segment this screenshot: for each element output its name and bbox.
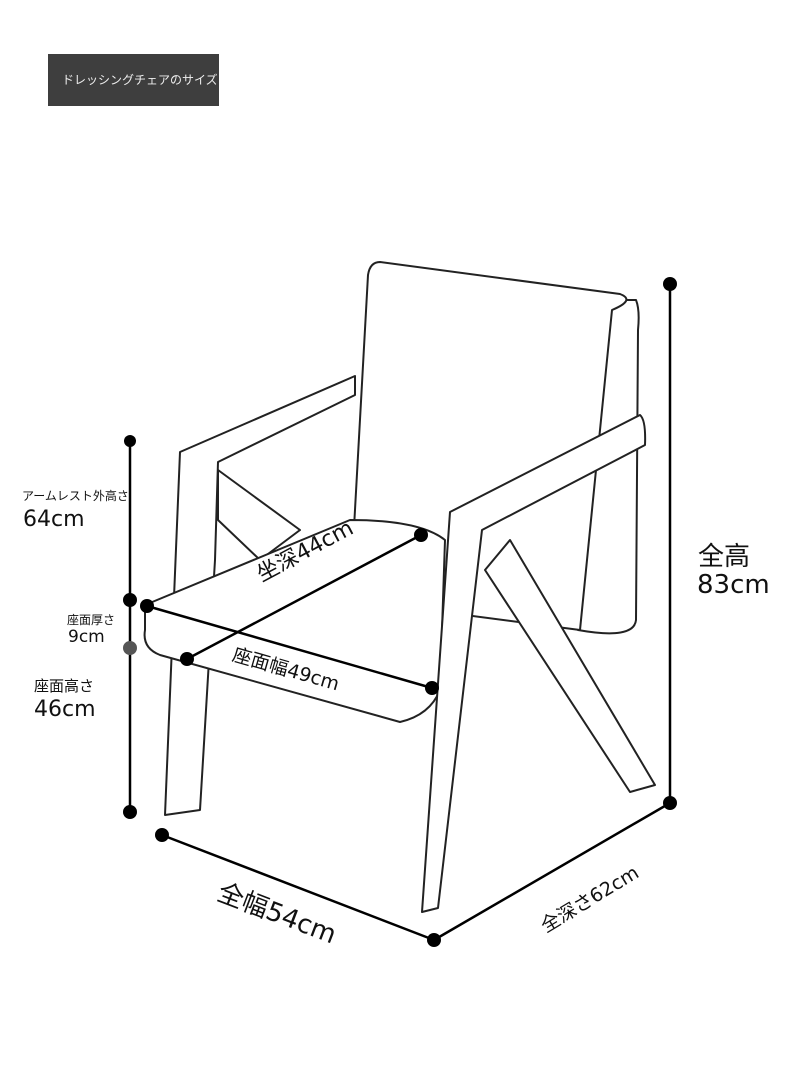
right-brace [484,539,656,793]
right-armrest [421,414,647,913]
seat-cushion [143,519,446,723]
left-armrest [164,375,356,816]
dimension-lines [123,277,677,947]
seat-height-label: 座面高さ [34,677,95,695]
armrest-height-label: アームレスト外高さ [22,489,129,503]
armrest-height-value: 64cm [23,507,85,532]
chair-outline [143,261,656,913]
total-height-label: 全高 [698,542,751,572]
total-height-value: 83cm [697,570,770,600]
backrest-side [577,299,640,635]
seat-thickness-label: 座面厚さ [67,613,116,627]
seat-height-value: 46cm [34,697,96,722]
title-banner: ドレッシングチェアのサイズ [48,54,219,106]
seat-thickness-value: 9cm [68,627,105,647]
